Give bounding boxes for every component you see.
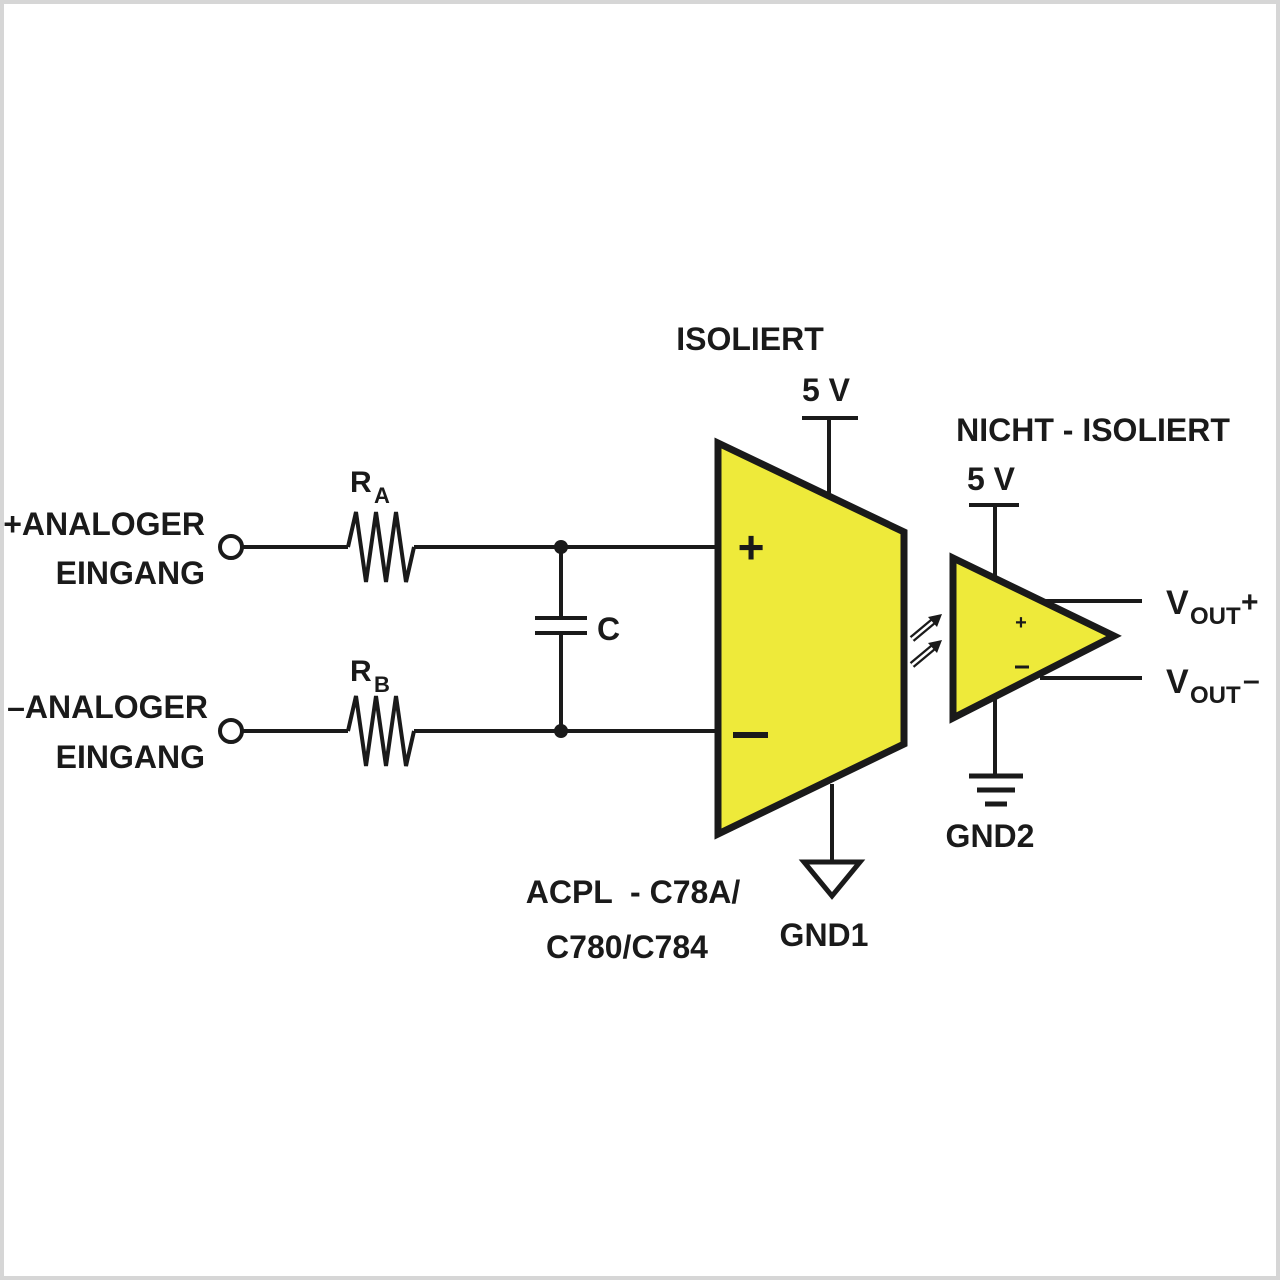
isolated-label: ISOLIERT [676, 321, 824, 357]
input-neg-label: –ANALOGER EINGANG [7, 689, 208, 775]
input-neg-terminal-icon [218, 718, 244, 744]
resistor-b-label: R B [350, 655, 390, 697]
vout-neg-subscript: OUT [1190, 682, 1241, 709]
resistor-b-letter: R [350, 655, 372, 688]
resistor-a-icon [346, 511, 416, 583]
input-pos-label: +ANALOGER EINGANG [4, 506, 205, 591]
vout-neg-letter: V [1166, 663, 1189, 701]
vout-neg-sign: – [1243, 664, 1260, 697]
supply-non-isolated-label: 5 V [967, 461, 1016, 497]
capacitor-icon [535, 540, 587, 738]
input-pos-line2: EINGANG [56, 555, 205, 591]
resistor-a-label: R A [350, 466, 390, 508]
input-pos-terminal-icon [218, 534, 244, 560]
optical-link-icon [909, 614, 942, 668]
resistor-a-letter: R [350, 466, 372, 499]
gnd2-icon [969, 773, 1023, 807]
capacitor-label: C [597, 611, 620, 647]
vout-pos-label: V OUT + [1166, 584, 1259, 630]
circuit-diagram: ISOLIERT NICHT - ISOLIERT +ANALOGER EING… [4, 321, 1260, 965]
resistor-b-subscript: B [374, 672, 390, 697]
input-neg-line2: EINGANG [56, 739, 205, 775]
vout-neg-label: V OUT – [1166, 663, 1260, 709]
resistor-b-icon [346, 695, 416, 767]
resistor-a-subscript: A [374, 483, 390, 508]
part-number-line2: C780/C784 [546, 929, 708, 965]
amp-plus-sign: + [738, 521, 765, 573]
vout-pos-sign: + [1241, 586, 1259, 619]
gnd1-icon [798, 859, 866, 900]
output-opamp-icon [949, 552, 1122, 724]
supply-isolated-label: 5 V [802, 372, 851, 408]
gnd2-label: GND2 [946, 818, 1035, 854]
non-isolated-label: NICHT - ISOLIERT [956, 412, 1230, 448]
part-number-line1: ACPL - C78A/ [526, 874, 741, 910]
input-pos-line1: +ANALOGER [4, 506, 205, 542]
opamp-plus-sign: + [1015, 612, 1027, 634]
vout-pos-letter: V [1166, 584, 1189, 622]
input-neg-line1: –ANALOGER [7, 689, 208, 725]
gnd1-label: GND1 [780, 917, 869, 953]
vout-pos-subscript: OUT [1190, 603, 1241, 630]
isolation-amplifier-icon [714, 437, 908, 840]
